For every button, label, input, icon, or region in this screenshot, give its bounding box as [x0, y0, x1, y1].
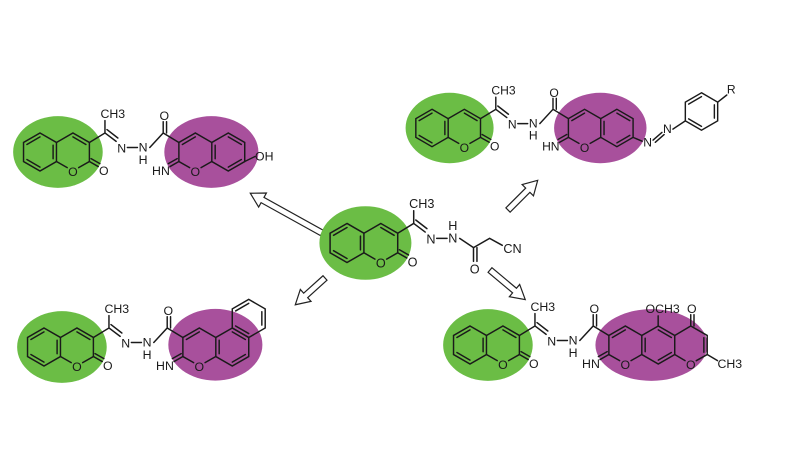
coumarin-highlight: [13, 116, 103, 188]
atom-label: O: [68, 165, 78, 179]
coumarin-highlight: [443, 309, 533, 381]
atom-label: H: [569, 346, 578, 360]
atom-label: OH: [255, 149, 273, 163]
atom-label: CH3: [104, 302, 129, 316]
atom-label: N: [529, 117, 538, 131]
atom-label: O: [580, 141, 589, 155]
atom-label: O: [460, 141, 469, 155]
atom-label: N: [117, 142, 126, 156]
atom-label: HN: [152, 164, 170, 178]
atom-label: O: [191, 165, 201, 179]
atom-label: N: [508, 118, 517, 132]
atom-label: N: [569, 334, 578, 348]
atom-label: O: [687, 302, 697, 316]
atom-label: CH3: [409, 197, 434, 211]
atom-label: CH3: [100, 107, 125, 121]
atom-label: O: [470, 262, 480, 276]
atom-label: HN: [156, 359, 174, 373]
reaction-arrow-bottom-left: [294, 274, 328, 306]
atom-label: O: [529, 357, 539, 371]
atom-label: N: [139, 141, 148, 155]
atom-label: H: [529, 129, 538, 143]
atom-label: O: [72, 360, 82, 374]
atom-label: CH3: [491, 84, 515, 98]
atom-label: O: [99, 164, 109, 178]
atom-label: N: [121, 337, 130, 351]
product-benzo-iminocoumarin: O O CH3 N N H O O HN: [17, 298, 266, 383]
atom-label: OCH3: [646, 302, 680, 316]
coumarin-highlight: [17, 311, 107, 383]
atom-label: N: [643, 135, 652, 149]
atom-label: N: [426, 233, 435, 247]
atom-label: H: [448, 219, 457, 233]
starting-material-cyanoacetohydrazide: O O CH3 N N H O CN: [319, 197, 522, 280]
product-hydroxy-iminocoumarin: O O CH3 N N H O O HN OH: [13, 107, 274, 188]
atom-label: O: [549, 86, 558, 100]
reaction-arrow-top-left: [249, 192, 325, 237]
atom-label: H: [143, 348, 152, 362]
atom-label: HN: [582, 357, 600, 371]
product-pyranone-iminocoumarin: O O CH3 N N H O O HN OCH3 O O CH3: [443, 300, 742, 381]
coumarin-highlight: [319, 206, 412, 280]
atom-label: O: [408, 256, 418, 270]
atom-label: O: [590, 302, 600, 316]
atom-label: N: [448, 231, 457, 245]
atom-label: O: [164, 304, 174, 318]
atom-label: O: [103, 359, 113, 373]
atom-label: O: [376, 257, 386, 271]
atom-label: O: [498, 358, 508, 372]
atom-label: CN: [503, 242, 521, 256]
atom-label: N: [547, 335, 556, 349]
atom-label: CH3: [718, 357, 743, 371]
atom-label: N: [663, 122, 672, 136]
product-azo-iminocoumarin: O O CH3 N N H O O HN N N R: [405, 83, 736, 164]
atom-label: O: [160, 109, 170, 123]
atom-label: N: [143, 336, 152, 350]
atom-label: O: [686, 358, 696, 372]
atom-label: H: [139, 153, 148, 167]
atom-label: HN: [542, 140, 559, 154]
coumarin-highlight: [405, 92, 494, 164]
atom-label: O: [490, 140, 499, 154]
reaction-arrow-top-right: [505, 179, 539, 213]
atom-label: O: [195, 360, 205, 374]
atom-label: CH3: [530, 300, 555, 314]
atom-label: O: [621, 358, 631, 372]
atom-label: R: [727, 83, 736, 97]
reaction-arrow-bottom-right: [487, 266, 527, 301]
